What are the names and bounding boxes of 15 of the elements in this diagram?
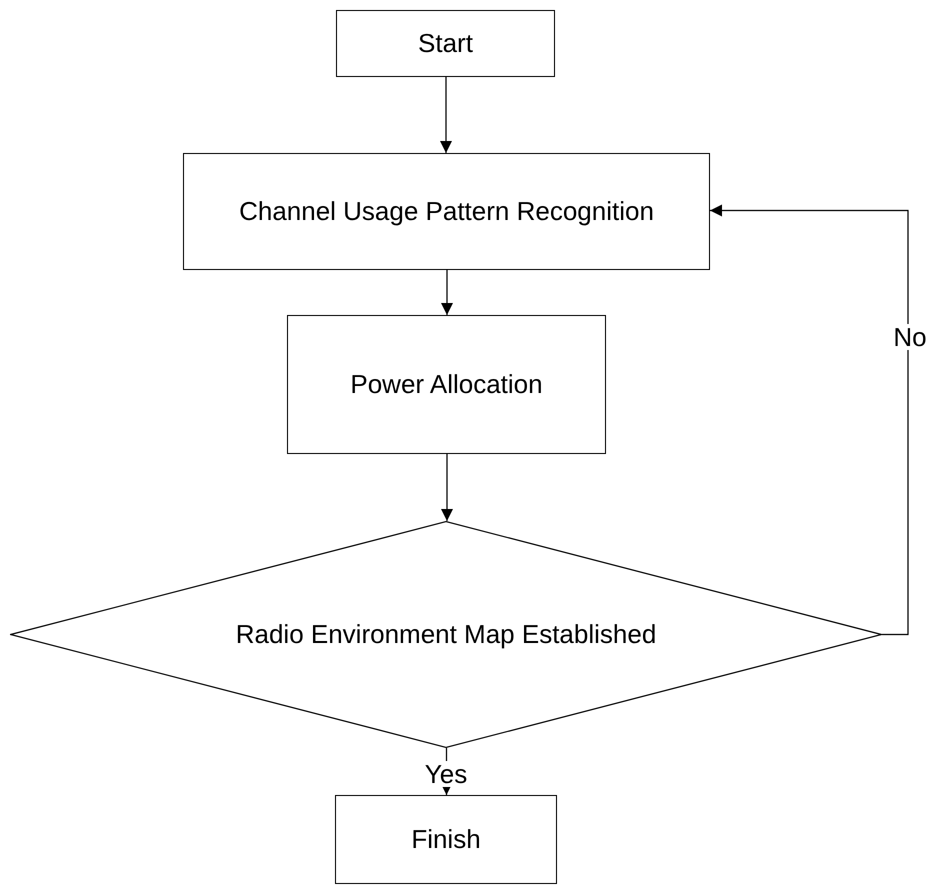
process-box (287, 315, 606, 454)
arrow (710, 204, 909, 636)
node-label: Finish (411, 823, 481, 856)
node-label: Start (418, 27, 473, 60)
process-box (336, 10, 555, 77)
node-label: Channel Usage Pattern Recognition (239, 195, 654, 228)
process-box (183, 153, 710, 270)
node-label: Power Allocation (350, 368, 543, 401)
edge-label: Yes (422, 761, 470, 787)
arrow (441, 270, 453, 315)
arrow (441, 454, 453, 521)
decision-diamond (10, 521, 882, 748)
arrow (440, 77, 452, 153)
node-label: Radio Environment Map Established (236, 618, 656, 651)
process-box (335, 795, 557, 884)
